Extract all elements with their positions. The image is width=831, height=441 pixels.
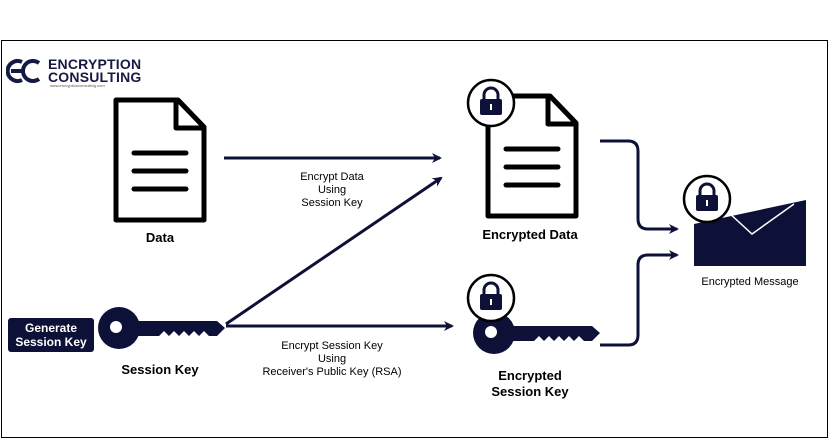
session-key-icon xyxy=(98,307,225,349)
session-key-label: Session Key xyxy=(121,362,199,377)
generate-session-key-button[interactable]: Generate Session Key xyxy=(8,318,94,352)
encrypt-session-key-line-3: Receiver's Public Key (RSA) xyxy=(262,366,402,379)
encrypted-data-lock-icon xyxy=(466,78,516,128)
encrypted-message-label: Encrypted Message xyxy=(701,276,799,288)
encrypted-data-label: Encrypted Data xyxy=(482,227,578,242)
encrypted-session-key-label: Encrypted Session Key xyxy=(470,368,590,399)
arrow-encrypted-key-to-message xyxy=(600,250,679,347)
encrypt-data-line-1: Encrypt Data xyxy=(300,171,364,183)
data-label: Data xyxy=(145,230,175,245)
encrypt-session-key-line-2: Using xyxy=(317,353,347,366)
logo-line-2: CONSULTING xyxy=(48,69,142,85)
encrypt-data-line-2: Using xyxy=(317,184,347,197)
encrypted-key-lock-icon xyxy=(466,273,516,323)
arrow-key-to-encrypted-data xyxy=(225,176,443,326)
encrypt-session-key-label: Encrypt Session Key Using Receiver's Pub… xyxy=(232,340,432,380)
encrypted-message-lock-icon xyxy=(682,174,732,224)
data-document-icon xyxy=(116,100,204,220)
generate-button-line-1: Generate xyxy=(24,320,78,335)
envelope-icon xyxy=(694,200,806,266)
encrypt-data-label: Encrypt Data Using Session Key xyxy=(272,171,392,211)
logo-mark-icon xyxy=(6,59,41,83)
encrypted-session-key-line-1: Encrypted xyxy=(498,368,562,383)
arrow-encrypted-data-to-message xyxy=(600,139,679,234)
diagram-frame xyxy=(1,40,828,438)
logo-url: www.encryptionconsulting.com xyxy=(50,83,105,88)
company-logo: ENCRYPTION CONSULTING www.encryptioncons… xyxy=(6,55,141,89)
encrypted-session-key-line-2: Session Key xyxy=(491,383,569,399)
encrypt-data-line-3: Session Key xyxy=(301,197,363,210)
generate-button-line-2: Session Key xyxy=(15,335,87,349)
logo-line-1: ENCRYPTION xyxy=(48,56,142,72)
encrypt-session-key-line-1: Encrypt Session Key xyxy=(281,340,383,352)
